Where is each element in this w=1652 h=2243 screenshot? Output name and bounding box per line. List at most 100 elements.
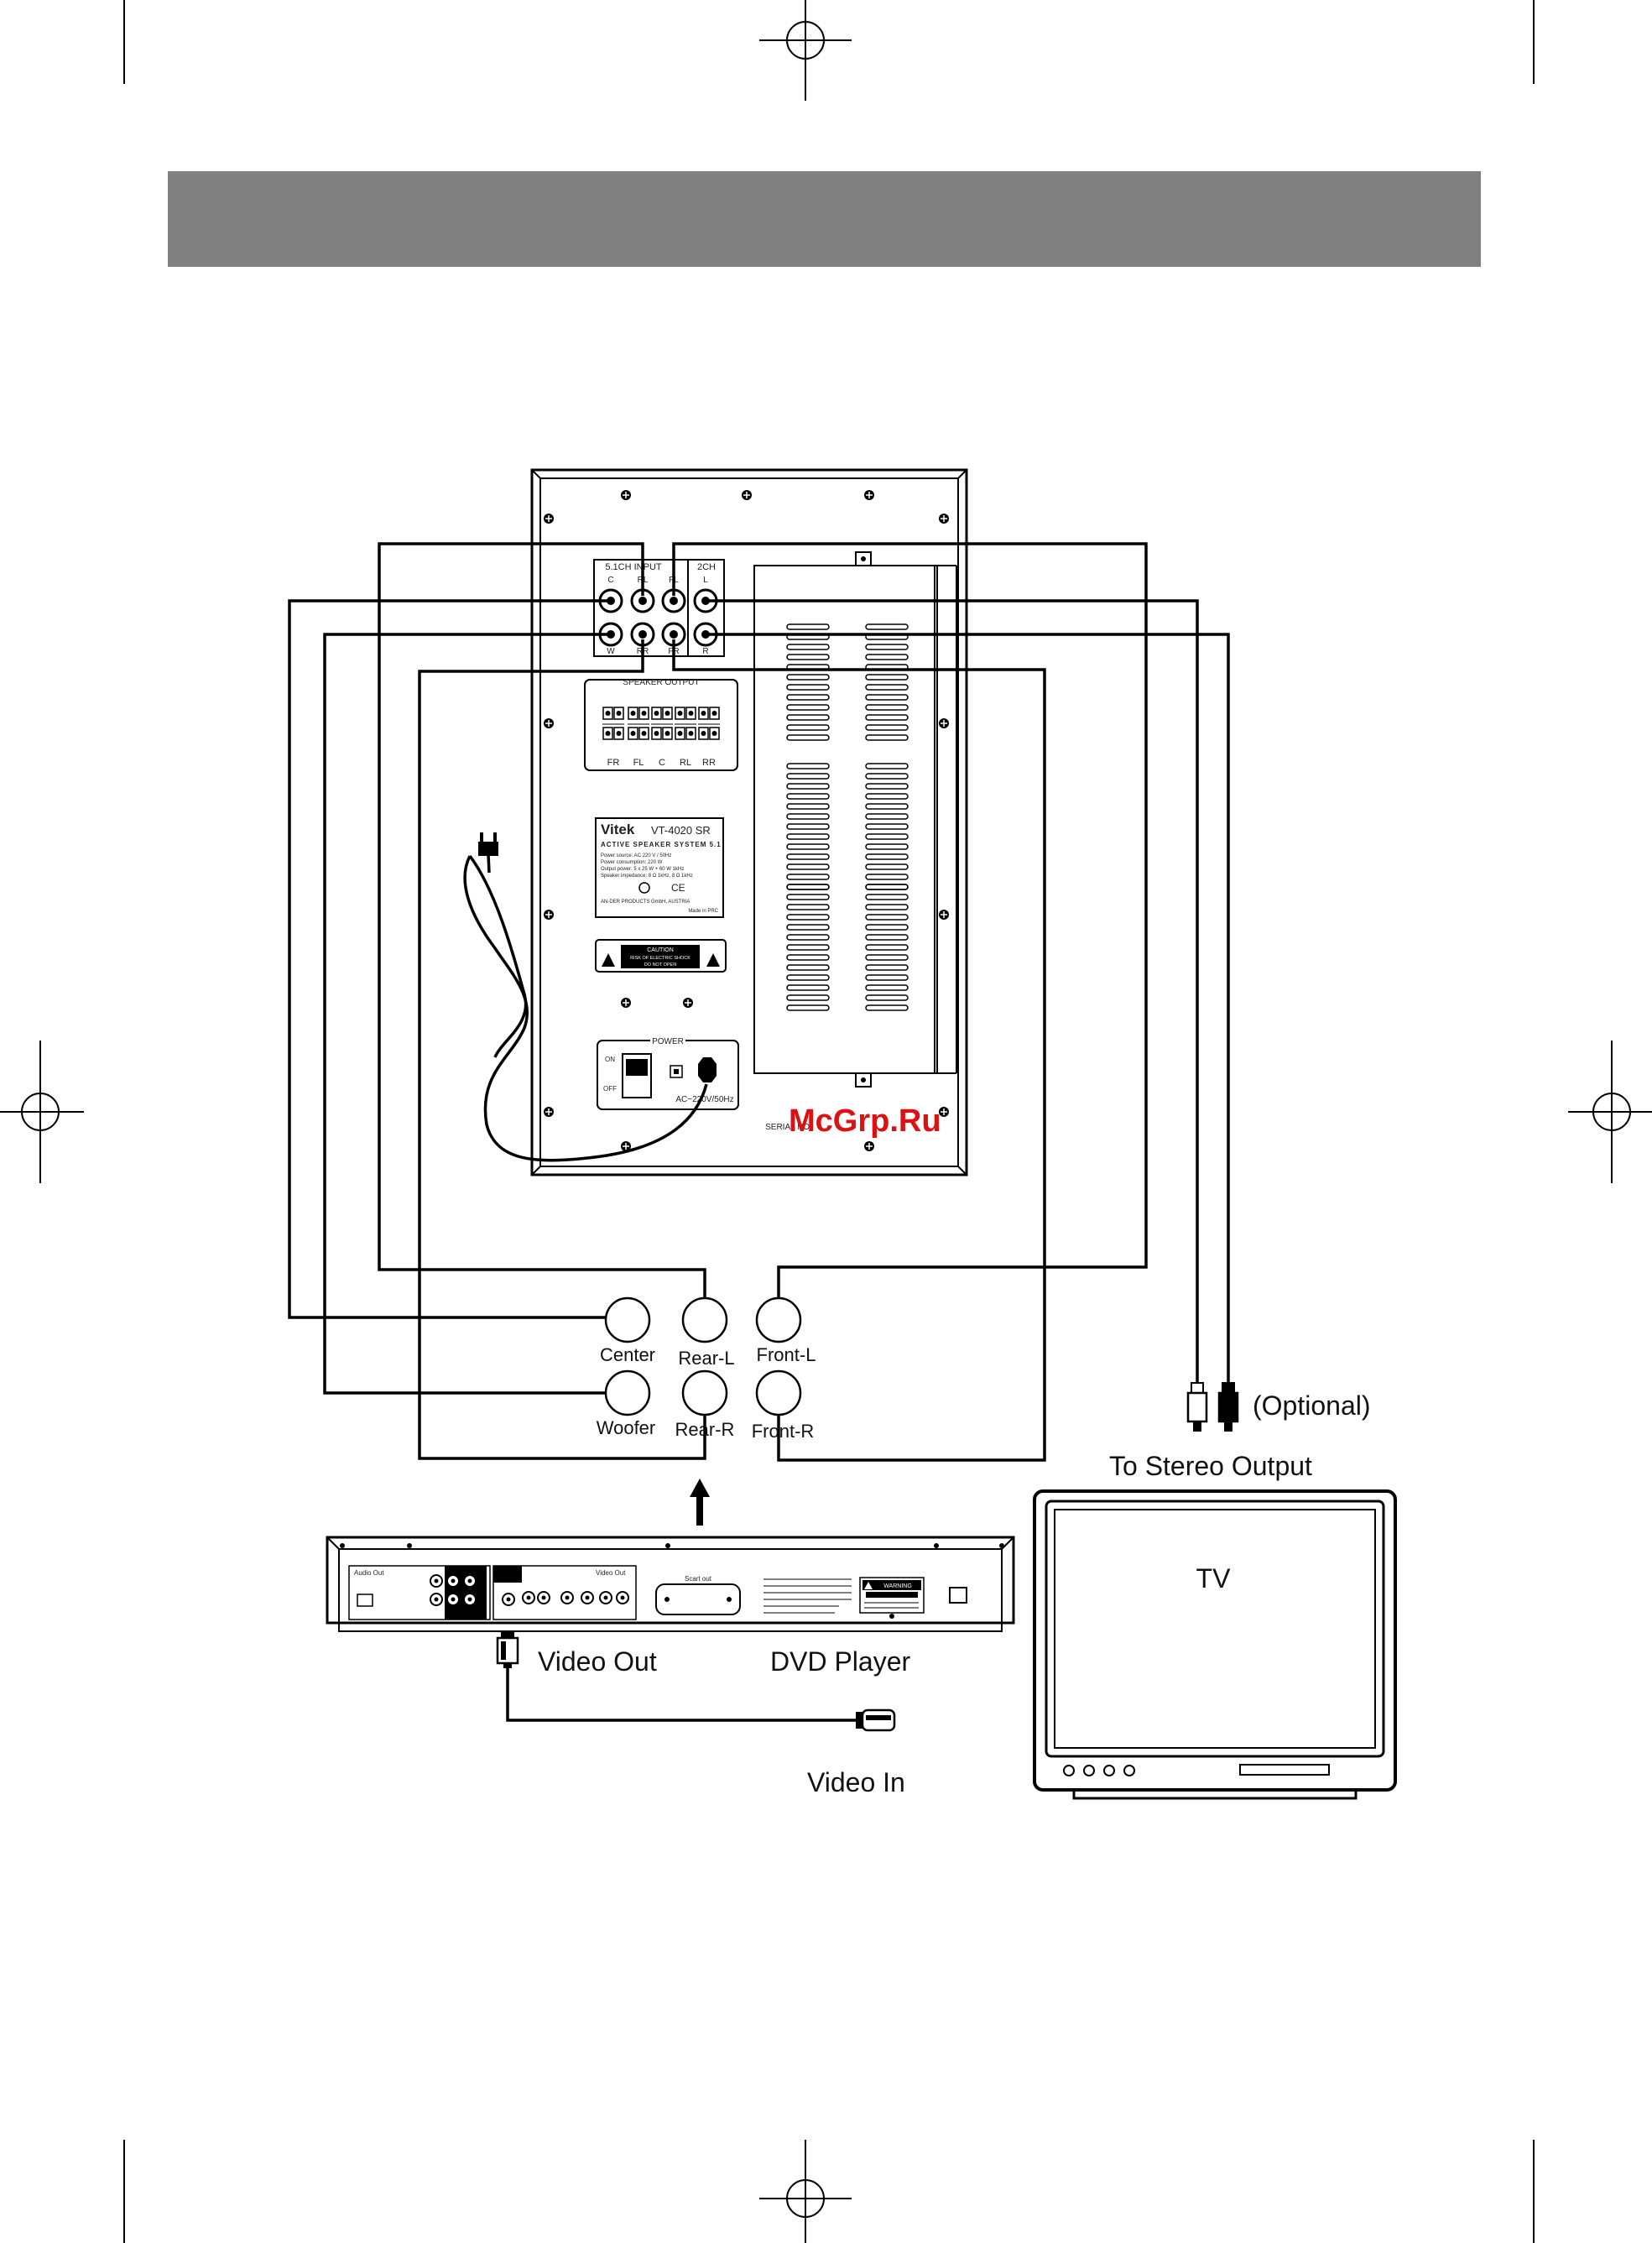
vent-slot <box>865 994 909 1001</box>
vent-slot <box>786 724 830 731</box>
input-2ch-label: 2CH <box>697 562 716 572</box>
vent-slot <box>865 773 909 780</box>
speaker-front-right-icon <box>755 1369 802 1416</box>
tv-stand <box>1072 1788 1358 1800</box>
screw-icon <box>934 1543 939 1548</box>
vent-slot <box>786 773 830 780</box>
made-in: Made in PRC <box>688 909 718 914</box>
warning-triangle-icon <box>706 953 720 967</box>
vent-slot <box>865 984 909 991</box>
screw-icon <box>999 1543 1004 1548</box>
vent-slot <box>786 694 830 701</box>
jack-label-r: R <box>702 647 708 656</box>
vent-slot <box>786 964 830 971</box>
speaker-rear-right-icon <box>681 1369 728 1416</box>
jack-label-w: W <box>607 647 615 656</box>
vent-slot <box>786 994 830 1001</box>
vent-slot <box>786 894 830 900</box>
input-51ch-label: 5.1CH INPUT <box>605 562 662 572</box>
vent-slot <box>786 874 830 880</box>
terminal-label-rl: RL <box>680 758 691 768</box>
dvd-screw-set <box>340 1543 1004 1548</box>
dolby-text-block <box>763 1578 852 1614</box>
vent-slot <box>786 954 830 961</box>
spec-line-3: Output power: 5 x 25 W + 60 W 1kHz <box>601 867 684 872</box>
dvd-jack-set <box>430 1574 629 1606</box>
screw-icon <box>407 1543 412 1548</box>
brand-logo: Vitek <box>601 822 635 837</box>
dvd-power-inlet <box>949 1587 967 1604</box>
tv-label: TV <box>1196 1563 1232 1594</box>
vent-slot <box>865 694 909 701</box>
vent-slot <box>786 793 830 800</box>
vent-slot <box>865 964 909 971</box>
power-on-label: ON <box>605 1056 615 1063</box>
vent-slot <box>786 803 830 810</box>
vent-slot <box>865 803 909 810</box>
vent-slot <box>786 984 830 991</box>
tv-set <box>1033 1489 1397 1800</box>
speaker-label-front-l: Front-L <box>757 1344 816 1365</box>
terminal-label-c: C <box>659 758 665 768</box>
dvd-player-rear-panel: Audio Out Video Out Scart out WARNING <box>326 1536 1015 1632</box>
vent-slot <box>786 623 830 630</box>
vent-slot <box>786 704 830 711</box>
vent-slot <box>786 674 830 681</box>
audio-out-label: Audio Out <box>354 1569 384 1577</box>
vent-slot <box>786 763 830 769</box>
warning-triangle-icon <box>602 953 615 967</box>
vent-slot <box>865 884 909 890</box>
model-number: VT-4020 SR <box>651 824 711 837</box>
speaker-label-rear-l: Rear-L <box>678 1348 734 1369</box>
power-switch-rocker <box>626 1059 648 1076</box>
scart-out-label: Scart out <box>685 1575 712 1583</box>
vent-slot <box>786 843 830 850</box>
speaker-set <box>604 1296 802 1416</box>
speaker-terminal-set <box>602 707 720 740</box>
dvd-player-label: DVD Player <box>770 1646 911 1677</box>
vent-slot <box>865 813 909 820</box>
vent-slot <box>786 813 830 820</box>
subwoofer-rear-panel: 5.1CH INPUT 2CH C RL FL L W RR FR R SPEA… <box>530 468 968 1176</box>
screw-set <box>544 490 949 1151</box>
speaker-center-icon <box>604 1296 651 1343</box>
optional-rca-plugs <box>1186 1382 1239 1432</box>
speaker-label-front-r: Front-R <box>752 1421 815 1442</box>
vent-slot <box>865 823 909 830</box>
vent-slot <box>786 924 830 931</box>
speaker-front-left-icon <box>755 1296 802 1343</box>
vent-slot <box>865 914 909 921</box>
ac-rating-label: AC~220V/50Hz <box>675 1095 733 1104</box>
vent-slot <box>865 863 909 870</box>
vent-slot <box>786 714 830 721</box>
heatsink-vents <box>786 623 909 1011</box>
warning-triangle-icon <box>864 1582 873 1589</box>
vent-slot <box>786 934 830 941</box>
signal-wires <box>288 542 1230 1722</box>
power-off-label: OFF <box>603 1085 617 1093</box>
screw-icon <box>665 1543 670 1548</box>
manufacturer: AN-DER PRODUCTS GmbH, AUSTRIA <box>601 900 690 905</box>
terminal-label-fl: FL <box>633 758 644 768</box>
vent-slot <box>865 843 909 850</box>
video-in-label: Video In <box>807 1767 905 1797</box>
certification-mark-icon <box>638 882 650 894</box>
vent-slot <box>786 1004 830 1011</box>
tv-button <box>1103 1765 1115 1776</box>
vent-slot <box>865 793 909 800</box>
spec-line-2: Power consumption: 220 W <box>601 860 663 865</box>
vent-slot <box>786 944 830 951</box>
power-label: POWER <box>652 1037 684 1046</box>
vent-slot <box>786 654 830 660</box>
speaker-rear-left-icon <box>681 1296 728 1343</box>
power-cord <box>463 832 708 1162</box>
serial-number-label: SERIAL NO. <box>765 1123 812 1132</box>
power-switch[interactable] <box>622 1053 652 1098</box>
vent-slot <box>786 684 830 691</box>
vent-slot <box>865 853 909 860</box>
tv-button <box>1083 1765 1095 1776</box>
speaker-label-rear-r: Rear-R <box>675 1419 735 1440</box>
vent-slot <box>865 783 909 790</box>
vent-slot <box>865 734 909 741</box>
